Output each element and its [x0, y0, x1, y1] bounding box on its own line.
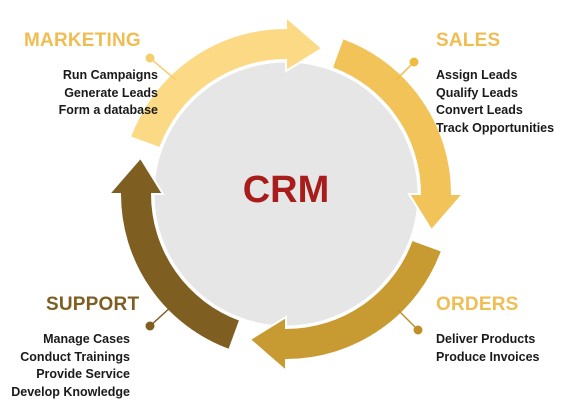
list-item: Generate Leads [64, 85, 158, 100]
sales-connector [395, 57, 419, 81]
support-arrow-segment [106, 156, 242, 352]
list-item: Produce Invoices [436, 349, 540, 364]
orders-heading: ORDERS [436, 294, 519, 315]
crm-center-label: CRM [242, 169, 330, 211]
sales-heading: SALES [436, 30, 501, 51]
marketing-connector [145, 53, 177, 81]
support-connector [145, 305, 173, 331]
list-item: Run Campaigns [62, 68, 158, 82]
marketing-task-list: Run Campaigns Generate Leads Form a data… [59, 67, 158, 120]
marketing-heading: MARKETING [24, 30, 141, 51]
orders-connector [397, 309, 423, 335]
list-item: Convert Leads [436, 103, 523, 117]
support-heading: SUPPORT [46, 294, 140, 315]
marketing-arrow-segment [128, 14, 324, 150]
orders-arrow-segment [248, 238, 444, 374]
list-item: Provide Service [36, 367, 130, 381]
list-item: Qualify Leads [436, 85, 518, 100]
support-task-list: Manage Cases Conduct Trainings Provide S… [11, 331, 130, 401]
list-item: Manage Cases [43, 332, 130, 346]
list-item: Deliver Products [436, 332, 536, 346]
list-item: Develop Knowledge [11, 384, 130, 399]
list-item: Assign Leads [436, 68, 518, 82]
sales-task-list: Assign Leads Qualify Leads Convert Leads… [436, 67, 554, 137]
list-item: Form a database [58, 103, 158, 117]
list-item: Track Opportunities [436, 120, 555, 135]
list-item: Conduct Trainings [20, 349, 130, 364]
orders-task-list: Deliver Products Produce Invoices [436, 331, 540, 366]
